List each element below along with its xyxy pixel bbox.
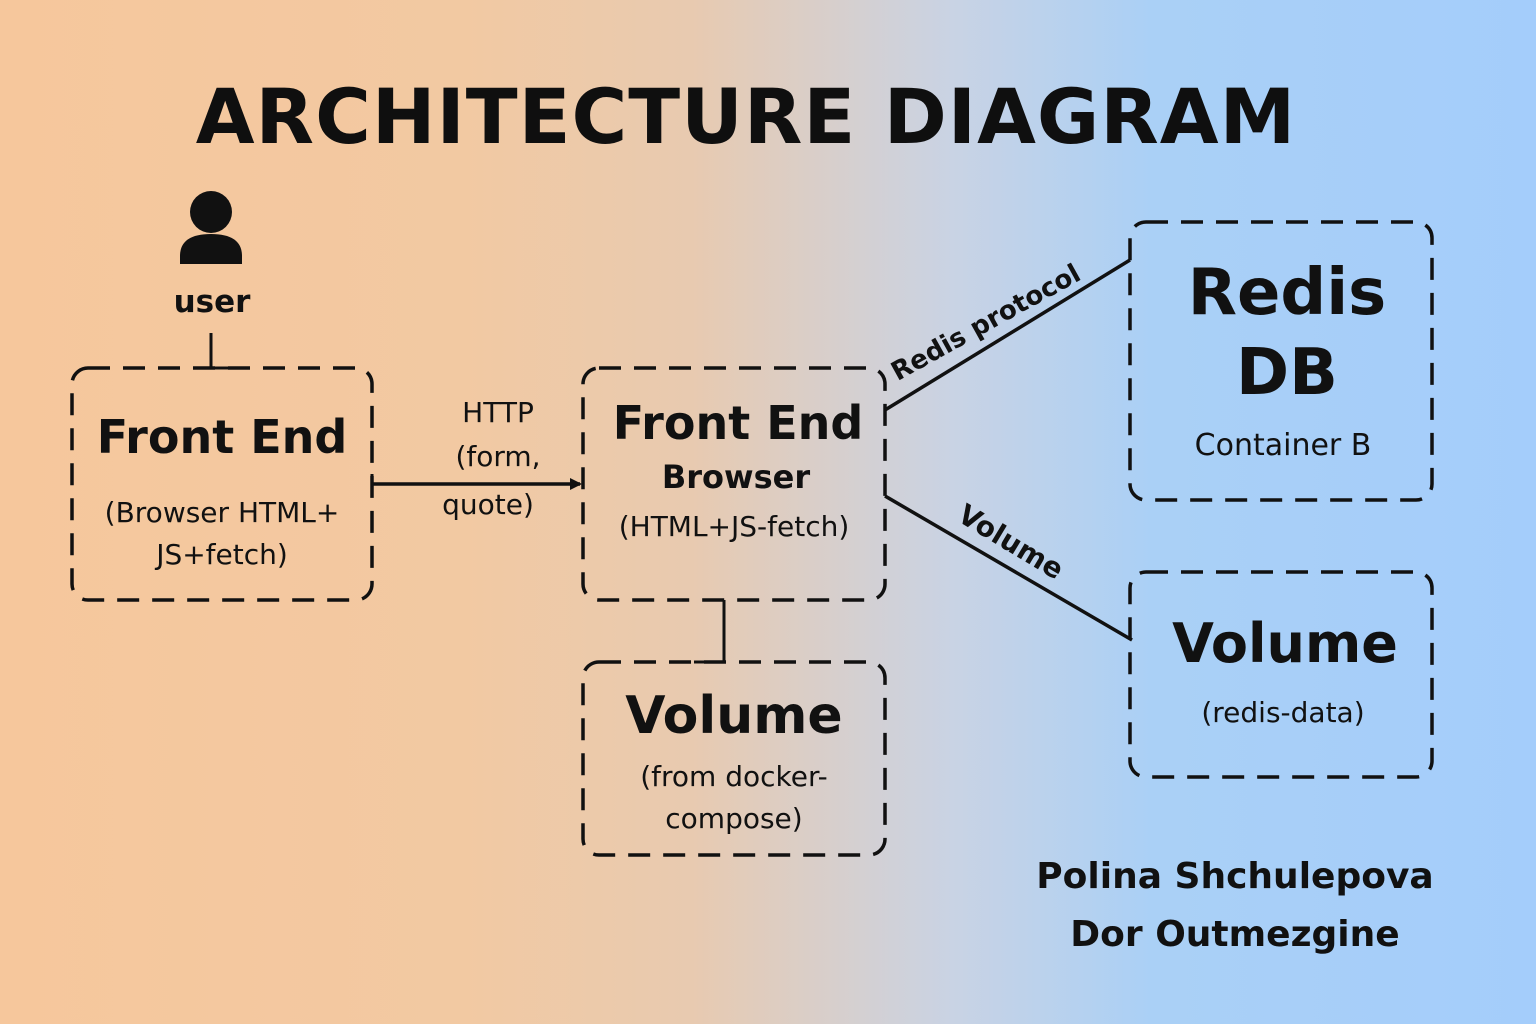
volume-connector xyxy=(884,494,1133,642)
volume-right-line1: (redis-data) xyxy=(1201,696,1365,729)
frontend-center-box xyxy=(581,366,887,602)
redis-subtitle: Container B xyxy=(1194,428,1372,463)
redis-protocol-label: Redis protocol xyxy=(886,259,1086,388)
frontend-left-title: Front End xyxy=(96,410,348,464)
redis-box xyxy=(1128,220,1434,502)
frontend-volume-connector xyxy=(694,600,726,664)
user-icon xyxy=(180,191,242,264)
author-name: Polina Shchulepova xyxy=(1036,856,1434,897)
page-title: ARCHITECTURE DIAGRAM xyxy=(195,72,1297,161)
volume-center-line1: (from docker- xyxy=(640,760,828,793)
redis-protocol-connector xyxy=(884,258,1131,412)
volume-center-line2: compose) xyxy=(665,802,803,835)
user-connector xyxy=(209,333,243,370)
user-label: user xyxy=(173,284,251,320)
redis-title-line2: DB xyxy=(1236,336,1338,410)
frontend-left-line1: (Browser HTML+ xyxy=(104,496,340,529)
frontend-center-line1: (HTML+JS-fetch) xyxy=(618,510,850,543)
http-label-line1: HTTP xyxy=(462,396,534,429)
frontend-left-line2: JS+fetch) xyxy=(156,538,288,571)
frontend-center-subtitle: Browser xyxy=(661,458,811,496)
redis-title-line1: Redis xyxy=(1187,256,1387,330)
authors-block: Polina Shchulepova Dor Outmezgine xyxy=(1010,848,1460,964)
frontend-center-title: Front End xyxy=(612,396,864,450)
volume-right-title: Volume xyxy=(1172,612,1398,675)
volume-center-box xyxy=(581,660,887,857)
volume-edge-label: Volume xyxy=(952,498,1069,587)
author-name: Dor Outmezgine xyxy=(1070,914,1400,955)
http-label-line3: quote) xyxy=(442,488,534,521)
http-label-line2: (form, xyxy=(455,440,541,473)
volume-center-title: Volume xyxy=(625,686,843,746)
